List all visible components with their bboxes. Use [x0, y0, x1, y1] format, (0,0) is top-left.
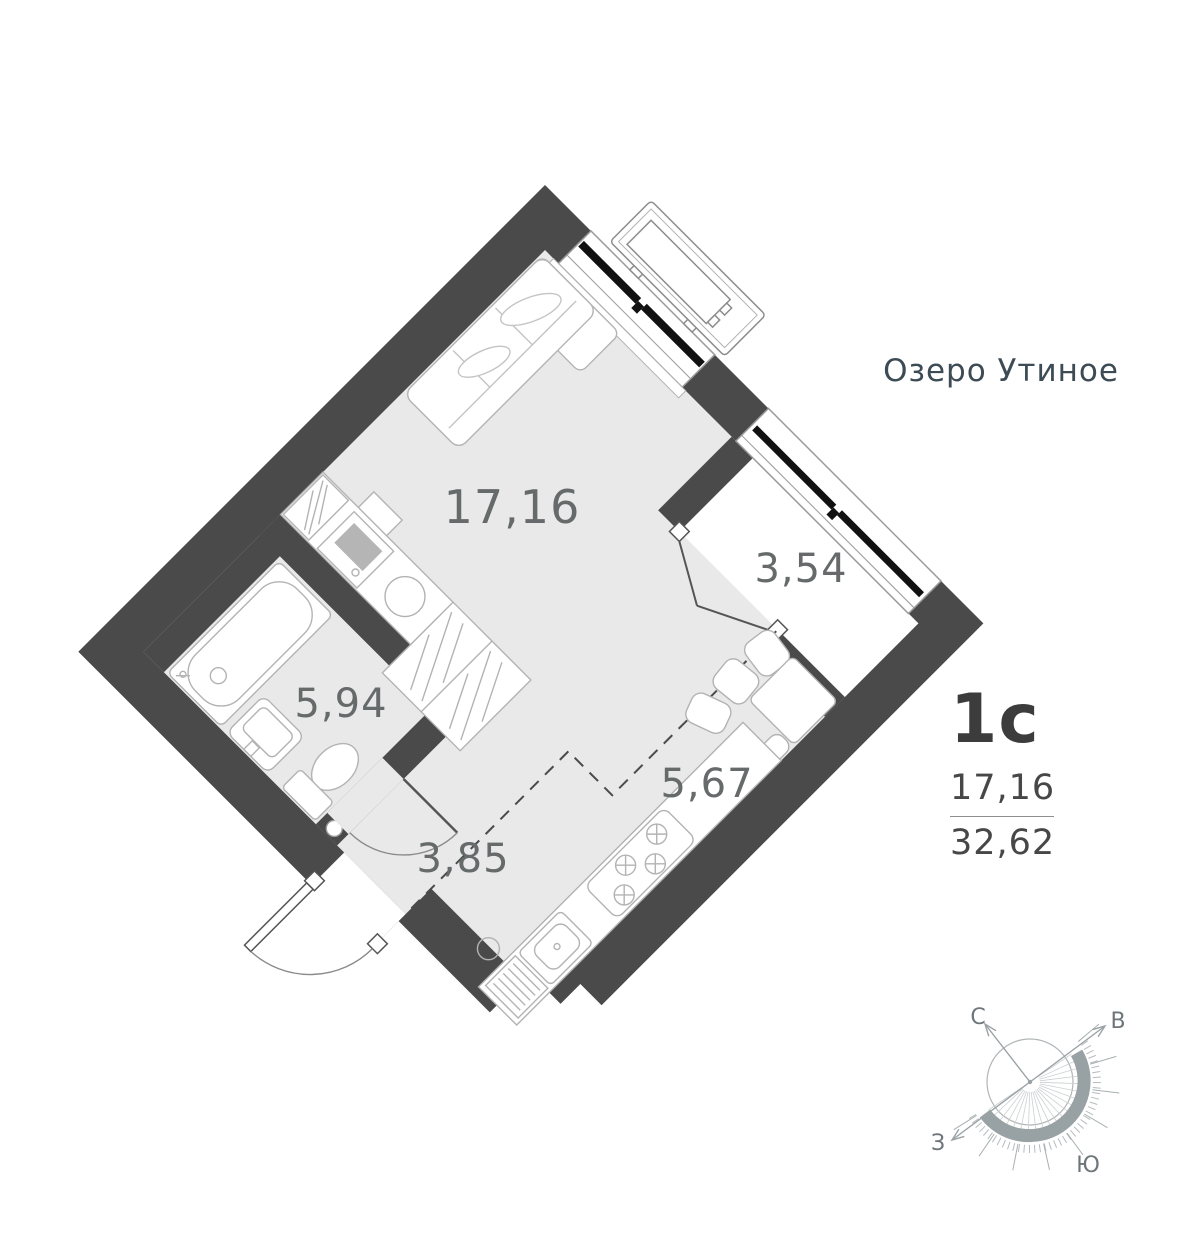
- sun-arc: [979, 1049, 1091, 1143]
- unit-legend: 1с 17,16 32,62: [950, 686, 1055, 863]
- loggia-divider-wall: [658, 436, 753, 532]
- sun-ticks: [953, 1023, 1120, 1171]
- bathroom-area-label: 5,94: [294, 681, 388, 727]
- apartment-plan: [78, 185, 984, 1027]
- kitchen-area-label: 5,67: [660, 761, 754, 807]
- compass-rose: С В З Ю: [931, 1005, 1126, 1178]
- loggia-floor: [679, 457, 919, 697]
- kitchen-counter: [476, 721, 783, 1027]
- kitchen-stool: [476, 936, 501, 961]
- compass-south-label: Ю: [1076, 1153, 1100, 1178]
- bathroom-door: [327, 757, 459, 856]
- chair: [685, 692, 732, 734]
- chair: [712, 658, 760, 705]
- loggia-window: [734, 407, 943, 615]
- dining-table: [750, 657, 836, 744]
- bathroom-left-wall-inset: [143, 500, 316, 673]
- compass-east-label: В: [1110, 1009, 1125, 1034]
- legend-divider: [950, 816, 1054, 817]
- hall-area-label: 3,85: [416, 836, 510, 882]
- dining-set: [685, 629, 836, 775]
- west-arrow: [951, 1081, 1031, 1141]
- living-window: [545, 229, 716, 399]
- loggia-area-label: 3,54: [754, 546, 848, 592]
- ac-unit: [610, 201, 765, 356]
- lake-label: Озеро Утиное: [883, 353, 1119, 389]
- loggia-door: [668, 520, 789, 641]
- unit-total-area: 32,62: [950, 823, 1056, 863]
- counter-washer-sink: [279, 471, 455, 646]
- north-arrow: [984, 1023, 1031, 1083]
- unit-type: 1с: [950, 680, 1040, 759]
- bathtub: [169, 562, 332, 725]
- toilet: [282, 742, 360, 820]
- living-area-label: 17,16: [443, 480, 581, 534]
- entrance-door: [243, 852, 406, 976]
- counter-sink: [384, 575, 426, 618]
- east-arrow: [1029, 1025, 1106, 1083]
- wardrobe: [381, 601, 532, 752]
- compass-west-label: З: [931, 1131, 945, 1156]
- unit-living-area: 17,16: [950, 768, 1056, 808]
- bathroom-sink: [229, 698, 302, 771]
- sofa: [407, 258, 618, 447]
- compass-north-label: С: [970, 1005, 985, 1030]
